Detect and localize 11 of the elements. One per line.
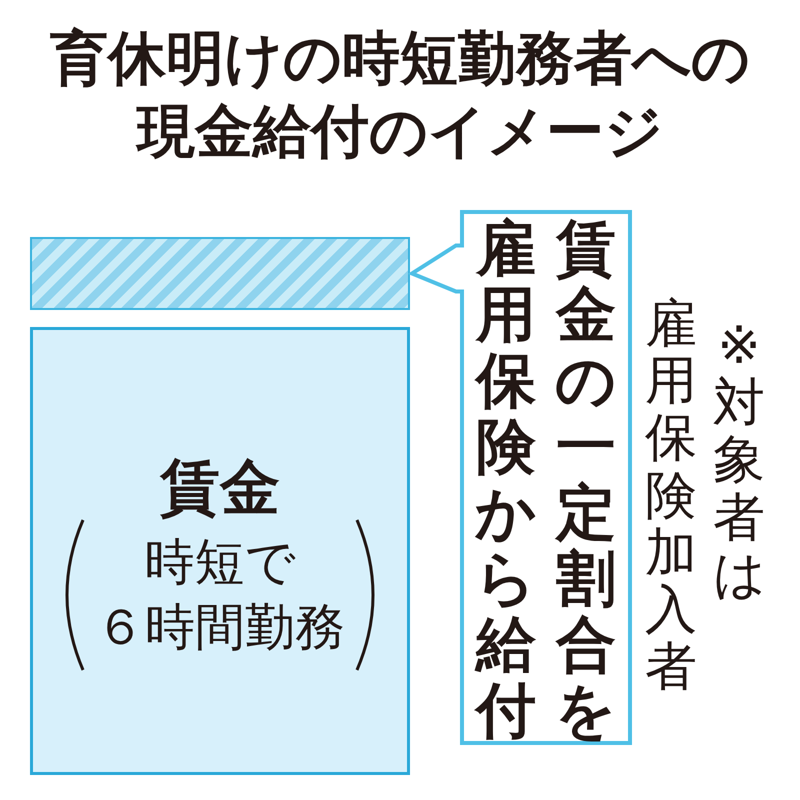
title: 育休明けの時短勤務者への現金給付のイメージ (49, 23, 751, 166)
wage-box (30, 327, 410, 775)
note: ※対象者は (713, 318, 765, 604)
box-heading: 賃金 (158, 452, 281, 525)
hatched-bar (30, 237, 410, 310)
callout-pointer (408, 244, 466, 294)
note: 雇用保険加入者 (645, 296, 697, 696)
box-note: ６時間勤務 (94, 597, 346, 658)
callout-box (460, 210, 632, 745)
box-note: 時短で (144, 532, 296, 593)
callout-text: 賃金の一定割合を雇用保険から給付 (476, 216, 616, 744)
